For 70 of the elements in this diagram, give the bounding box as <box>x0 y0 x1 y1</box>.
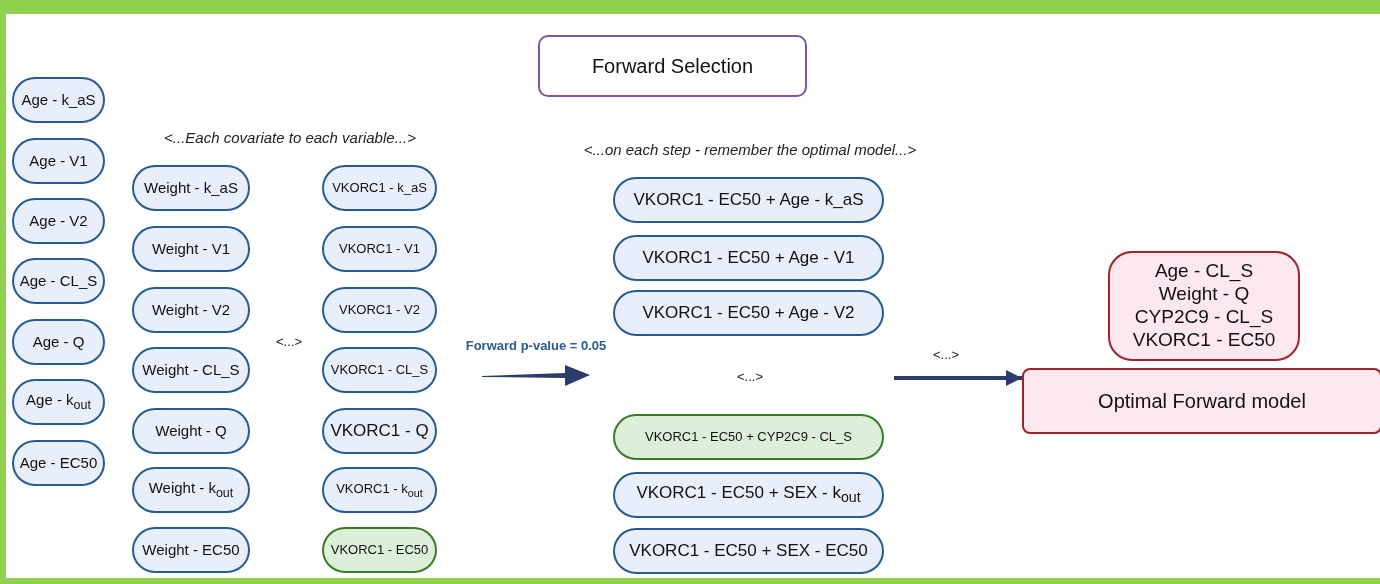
model-pill <box>613 290 884 336</box>
model-pill <box>132 347 250 393</box>
node-text: VKORC1 - EC50 <box>330 542 429 558</box>
ellipsis-text: <...> <box>933 346 959 362</box>
node-text: VKORC1 - EC50 + SEX - EC50 <box>629 540 868 562</box>
model-pill <box>322 287 437 333</box>
node-text: Weight - k$_{out}$ <box>148 479 234 501</box>
node-text: Forward Selection <box>591 54 754 78</box>
model-pill <box>132 226 250 272</box>
note-text: <...Each covariate to each variable...> <box>164 128 416 146</box>
model-box <box>1022 368 1380 434</box>
arrow <box>894 370 1022 386</box>
model-pill <box>613 528 884 574</box>
model-pill <box>12 440 105 486</box>
model-pill <box>12 77 105 123</box>
node-text: VKORC1 - k_aS <box>332 180 427 196</box>
model-pill <box>12 138 105 184</box>
node-text: Age - CL_S <box>1154 260 1254 284</box>
model-pill <box>132 165 250 211</box>
node-text: VKORC1 - V1 <box>339 241 420 257</box>
note-text: <...on each step - remember the optimal model...> <box>583 140 917 158</box>
model-pill <box>12 379 105 425</box>
node-text: Weight - V1 <box>151 240 231 258</box>
threshold-label: Forward p-value = 0.05 <box>465 337 607 353</box>
model-pill <box>613 235 884 281</box>
model-pill <box>322 408 437 454</box>
model-pill <box>132 527 250 573</box>
node-text: Weight - EC50 <box>142 541 240 559</box>
node-text: CYP2C9 - CL_S <box>1134 306 1274 329</box>
node-text: Age - V1 <box>29 152 88 170</box>
model-pill <box>613 177 884 223</box>
node-text: Age - EC50 <box>19 454 98 472</box>
node-text: VKORC1 - EC50 + Age - V2 <box>642 302 855 324</box>
node-text: VKORC1 - k$_{out}$ <box>336 480 423 500</box>
node-text: Age - Q <box>32 333 85 351</box>
model-pill <box>613 472 884 518</box>
ellipsis-text: <...> <box>276 333 302 349</box>
node-text: Weight - Q <box>1158 283 1250 306</box>
node-text: VKORC1 - EC50 + Age - k_aS <box>633 189 864 211</box>
node-text: Weight - Q <box>155 422 227 440</box>
model-pill <box>322 226 437 272</box>
model-pill <box>322 527 437 573</box>
node-text: VKORC1 - Q <box>330 420 429 442</box>
node-text: Weight - V2 <box>151 301 231 319</box>
node-text: Weight - CL_S <box>142 361 240 379</box>
model-pill <box>12 198 105 244</box>
model-pill <box>132 408 250 454</box>
node-text: VKORC1 - CL_S <box>330 362 429 378</box>
model-pill <box>322 467 437 513</box>
node-text: Age - k$_{out}$ <box>26 391 91 413</box>
node-text: VKORC1 - EC50 <box>1132 328 1276 352</box>
node-text: VKORC1 - EC50 + Age - V1 <box>642 247 855 269</box>
node-text: Age - CL_S <box>19 272 98 290</box>
model-pill <box>322 165 437 211</box>
model-pill <box>132 467 250 513</box>
model-pill <box>322 347 437 393</box>
node-text: Age - V2 <box>29 212 88 230</box>
result-box <box>1108 251 1300 361</box>
model-pill <box>12 258 105 304</box>
node-text: Optimal Forward model <box>1098 389 1306 413</box>
node-text: Weight - k_aS <box>144 179 238 197</box>
node-text: Age - k_aS <box>21 91 96 109</box>
node-text: VKORC1 - EC50 + CYP2C9 - CL_S <box>645 429 852 445</box>
node-text: VKORC1 - EC50 + SEX - k$_{out}$ <box>636 483 861 507</box>
model-pill <box>12 319 105 365</box>
title-box <box>538 35 807 97</box>
ellipsis-text: <...> <box>737 368 763 384</box>
node-text: VKORC1 - V2 <box>339 302 420 318</box>
model-pill <box>613 414 884 460</box>
model-pill <box>132 287 250 333</box>
